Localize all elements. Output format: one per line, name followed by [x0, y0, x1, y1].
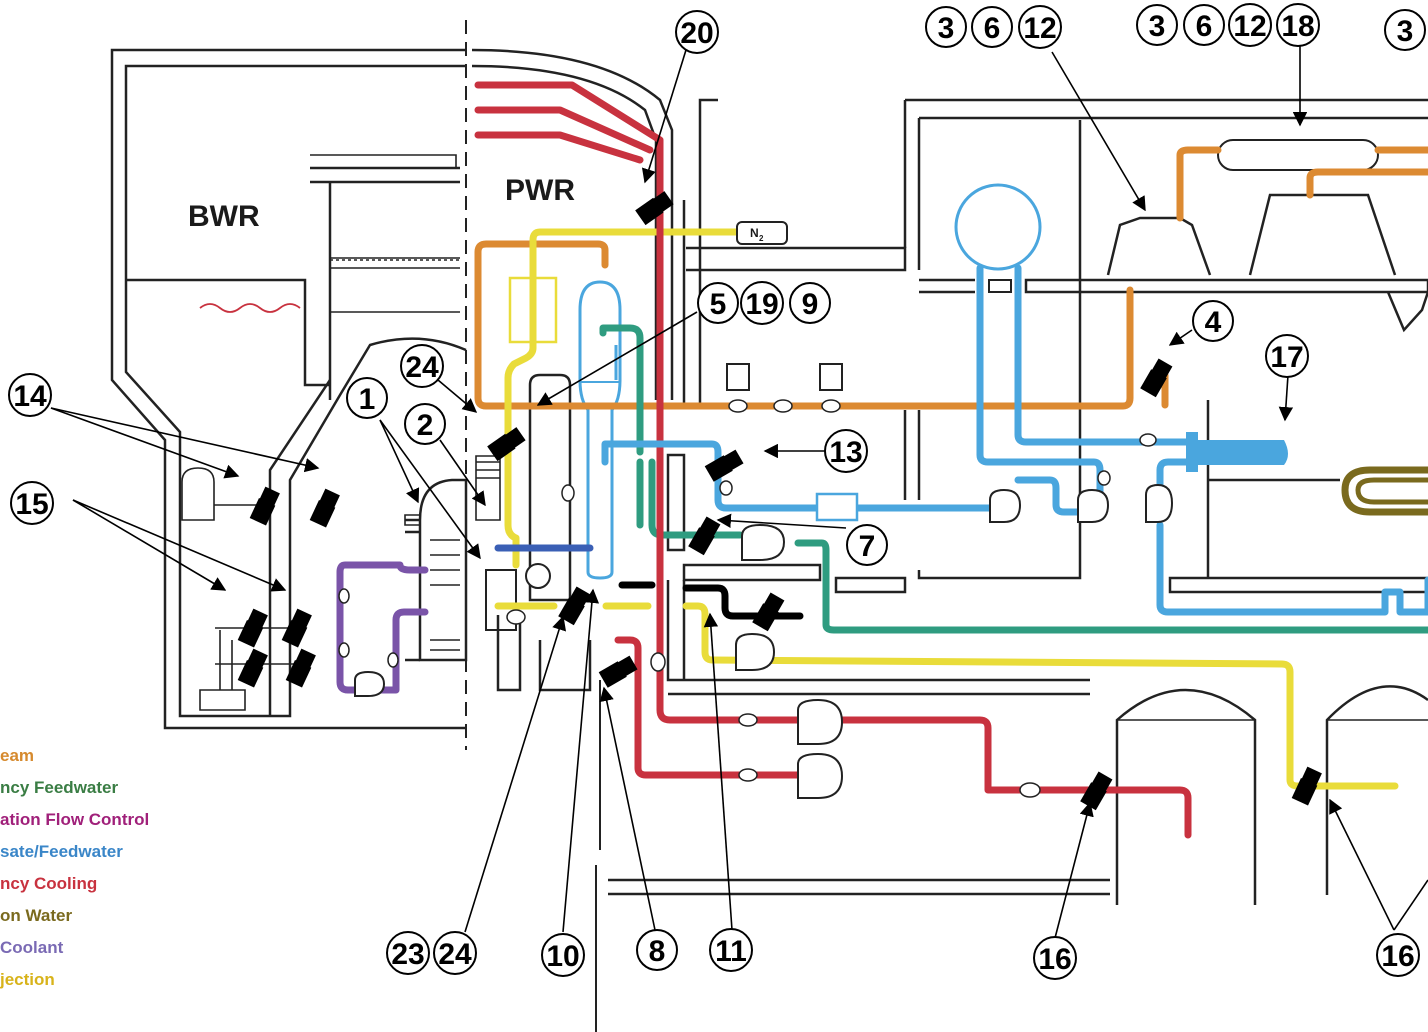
pwr-label: PWR: [505, 174, 575, 207]
svg-text:20: 20: [680, 17, 713, 50]
callout-2: 2: [404, 403, 446, 445]
callout-20: 20: [675, 10, 719, 54]
legend-item-steam: eam: [0, 746, 34, 765]
callout-16b: 16: [1376, 933, 1420, 977]
callout-6b: 6: [1183, 4, 1225, 46]
svg-text:2: 2: [417, 409, 434, 442]
legend-item-aux-feedwater: ncy Feedwater: [0, 778, 118, 797]
callout-8: 8: [636, 929, 678, 971]
svg-text:7: 7: [859, 530, 876, 563]
svg-text:6: 6: [984, 12, 1001, 45]
legend-item-injection: jection: [0, 970, 55, 989]
callout-17: 17: [1265, 334, 1309, 378]
callout-18: 18: [1276, 3, 1320, 47]
svg-text:11: 11: [715, 935, 747, 968]
svg-text:10: 10: [546, 940, 579, 973]
svg-text:6: 6: [1196, 10, 1213, 43]
svg-text:19: 19: [745, 288, 778, 321]
reactor-components: [181, 276, 622, 711]
svg-text:12: 12: [1233, 10, 1266, 43]
building-outlines: [110, 20, 1428, 1032]
bwr-label: BWR: [188, 200, 260, 233]
svg-text:3: 3: [1149, 10, 1166, 43]
callout-3a: 3: [925, 6, 967, 48]
callout-24b: 24: [433, 931, 477, 975]
svg-text:14: 14: [13, 380, 47, 413]
legend-item-emergency-cooling: ncy Cooling: [0, 874, 97, 893]
callout-12a: 12: [1018, 5, 1062, 49]
svg-text:9: 9: [802, 288, 819, 321]
n2-subscript: 2: [759, 234, 764, 243]
callout-15: 15: [10, 481, 54, 525]
legend-item-recirc-flow: ation Flow Control: [0, 810, 149, 829]
svg-text:1: 1: [359, 383, 376, 416]
svg-text:24: 24: [405, 351, 439, 384]
callout-5: 5: [697, 282, 739, 324]
pumps: [338, 363, 1174, 799]
callout-3c: 3: [1384, 9, 1426, 51]
callout-1: 1: [346, 377, 388, 419]
svg-text:16: 16: [1038, 943, 1071, 976]
svg-text:24: 24: [438, 938, 472, 971]
svg-text:16: 16: [1381, 940, 1414, 973]
svg-text:23: 23: [391, 938, 424, 971]
legend: eam ncy Feedwater ation Flow Control sat…: [0, 746, 149, 989]
svg-text:5: 5: [710, 288, 727, 321]
svg-text:17: 17: [1270, 341, 1303, 374]
callout-arrows: [50, 45, 1428, 939]
callouts: 20 3 6 12 3 6 12 18 3 14 15 1 2 24 5 19 …: [8, 3, 1426, 980]
callout-14: 14: [8, 373, 52, 417]
callout-11: 11: [709, 928, 753, 972]
svg-text:8: 8: [649, 935, 666, 968]
callout-3b: 3: [1136, 4, 1178, 46]
callout-23: 23: [386, 931, 430, 975]
svg-text:4: 4: [1205, 306, 1222, 339]
callout-24a: 24: [400, 344, 444, 388]
svg-text:13: 13: [829, 436, 862, 469]
callout-7: 7: [846, 524, 888, 566]
svg-text:3: 3: [938, 12, 955, 45]
callout-9: 9: [789, 282, 831, 324]
svg-text:3: 3: [1397, 15, 1414, 48]
n2-label: N: [750, 226, 759, 240]
svg-text:18: 18: [1281, 10, 1314, 43]
legend-item-condensate: sate/Feedwater: [0, 842, 123, 861]
callout-10: 10: [541, 933, 585, 977]
piping: [336, 81, 1428, 839]
svg-text:12: 12: [1023, 12, 1056, 45]
callout-19: 19: [740, 281, 784, 325]
callout-6a: 6: [971, 6, 1013, 48]
svg-text:15: 15: [15, 488, 48, 521]
callout-12b: 12: [1228, 3, 1272, 47]
callout-16a: 16: [1033, 936, 1077, 980]
actuated-valves: [237, 191, 1322, 811]
callout-13: 13: [824, 429, 868, 473]
legend-item-reactor-coolant: Coolant: [0, 938, 64, 957]
turbine-hall: [954, 139, 1428, 516]
legend-item-service-water: on Water: [0, 906, 72, 925]
callout-4: 4: [1192, 300, 1234, 342]
